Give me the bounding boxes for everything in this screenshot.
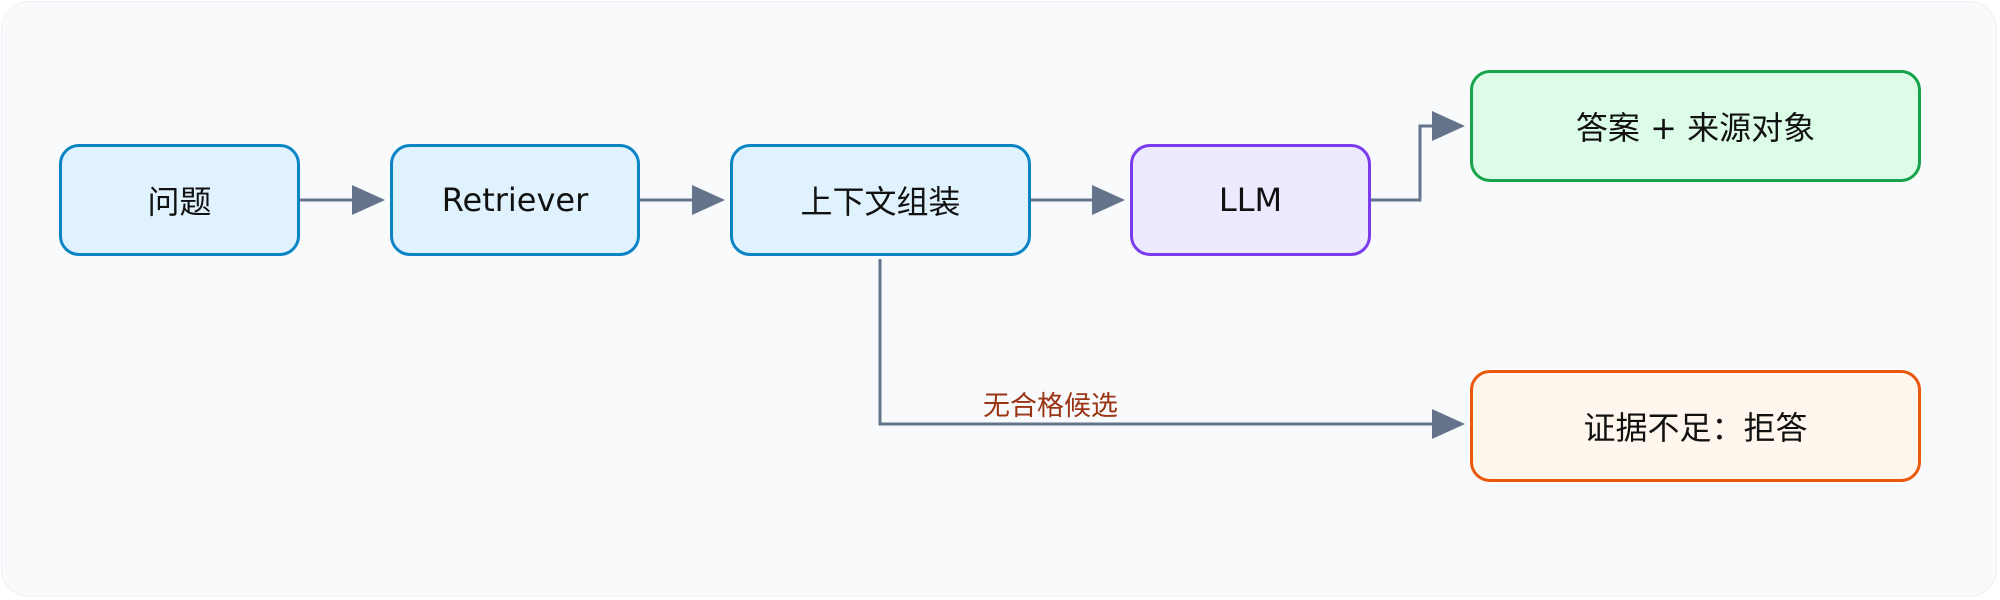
arrowhead-icon	[1432, 409, 1465, 439]
edge-context-to-llm	[1031, 185, 1125, 215]
node-context-assembly: 上下文组装	[730, 144, 1031, 256]
arrowhead-icon	[692, 185, 725, 215]
node-insufficient-evidence-refuse: 证据不足：拒答	[1470, 370, 1921, 482]
arrowhead-icon	[1092, 185, 1125, 215]
edge-retriever-to-context	[640, 185, 725, 215]
node-retriever: Retriever	[390, 144, 640, 256]
node-question: 问题	[59, 144, 300, 256]
arrowhead-icon	[1432, 111, 1465, 141]
arrowhead-icon	[352, 185, 385, 215]
edge-question-to-retriever	[300, 185, 385, 215]
edge-llm-to-answer	[1371, 111, 1465, 202]
edge-label-no-qualified-candidate: 无合格候选	[983, 391, 1118, 422]
node-llm: LLM	[1130, 144, 1371, 256]
edge-context-to-refuse	[878, 259, 1465, 439]
node-answer-with-sources: 答案 + 来源对象	[1470, 70, 1921, 182]
